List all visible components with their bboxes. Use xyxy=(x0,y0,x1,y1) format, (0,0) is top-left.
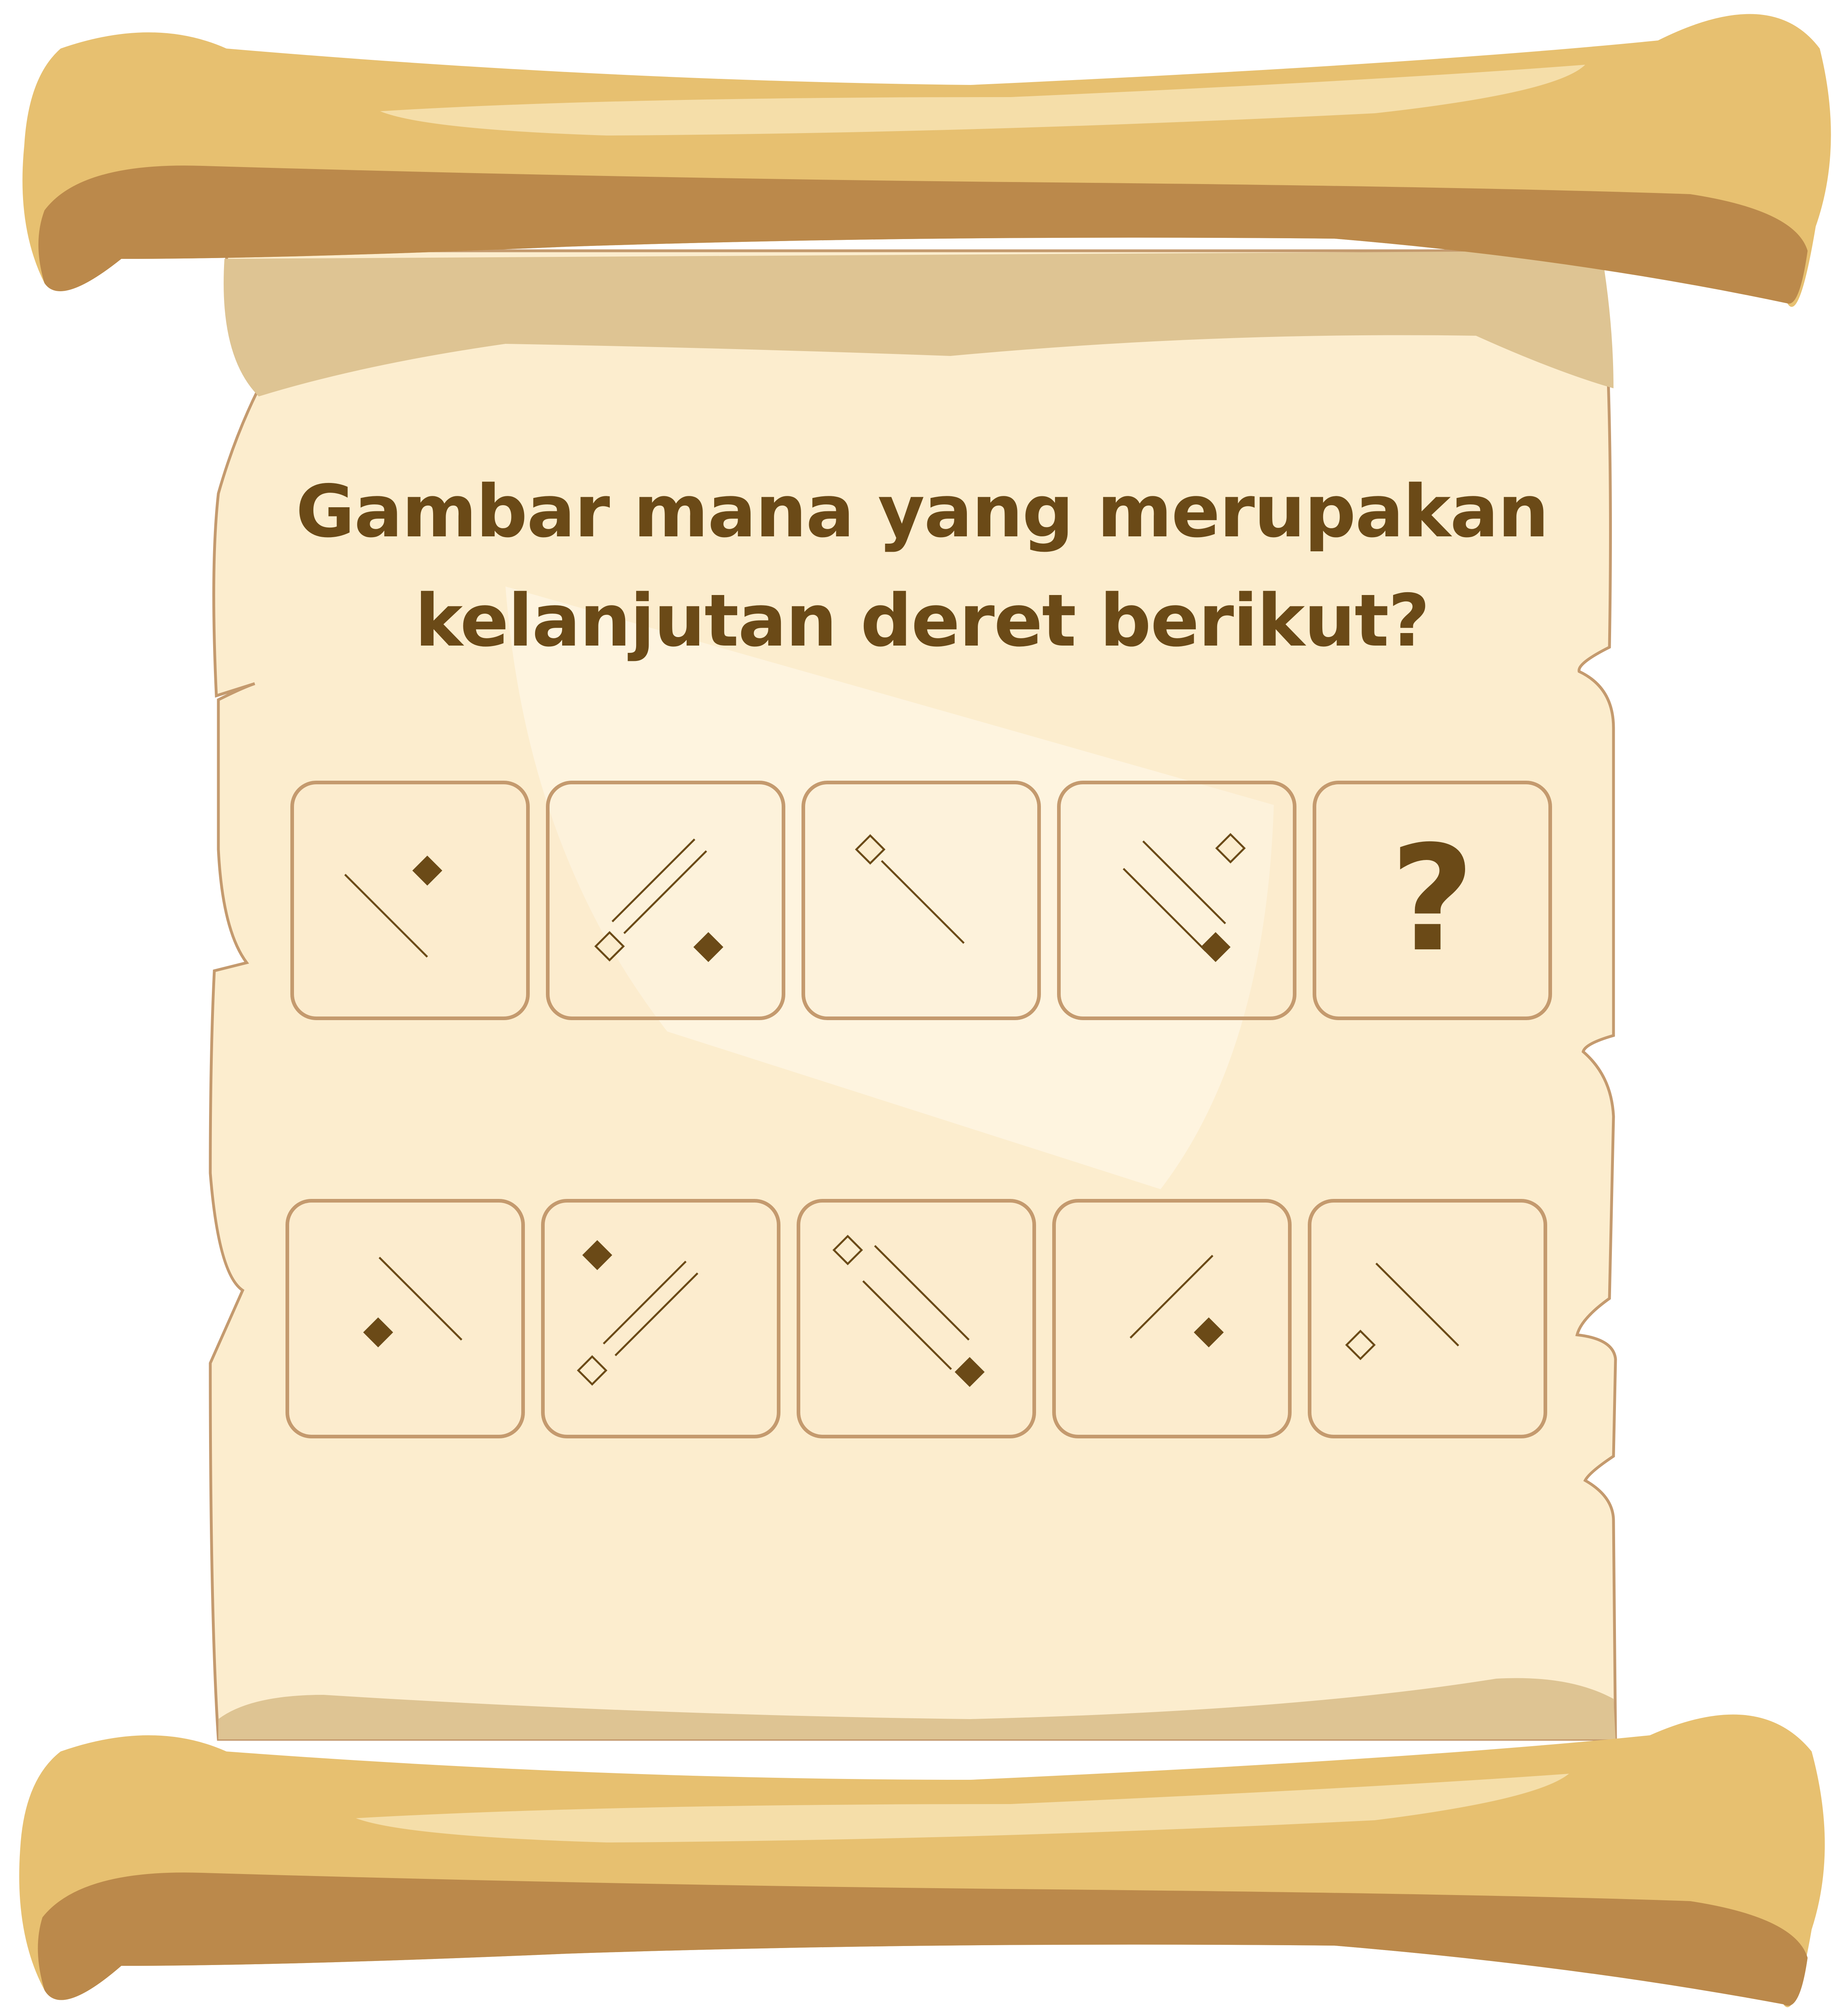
answer-option-5[interactable] xyxy=(1308,1199,1547,1438)
diagonal-line-icon xyxy=(623,850,707,934)
tile-figure xyxy=(855,834,965,944)
hollow-diamond-icon xyxy=(577,1355,608,1386)
hollow-diamond-icon xyxy=(832,1235,863,1266)
diagonal-line-icon xyxy=(881,860,965,944)
sequence-tile-unknown: ? xyxy=(1313,781,1552,1020)
tile-figure xyxy=(344,856,442,958)
diagonal-line-icon xyxy=(1142,840,1226,924)
question-text: Gambar mana yang merupakan kelanjutan de… xyxy=(283,457,1561,676)
tile-figure xyxy=(363,1257,463,1347)
top-roll-shadow xyxy=(38,165,1808,304)
tile-figure xyxy=(832,1235,985,1387)
question-line-2: kelanjutan deret berikut? xyxy=(415,579,1430,663)
tile-figure xyxy=(1345,1262,1459,1360)
diagonal-line-icon xyxy=(874,1245,970,1341)
hollow-diamond-icon xyxy=(1345,1330,1376,1360)
diagonal-line-icon xyxy=(614,1272,698,1356)
answer-option-2[interactable] xyxy=(541,1199,780,1438)
diagonal-line-icon xyxy=(862,1280,952,1370)
diagonal-line-icon xyxy=(603,1260,687,1345)
filled-diamond-icon xyxy=(1200,932,1231,962)
filled-diamond-icon xyxy=(1194,1317,1224,1347)
diagonal-line-icon xyxy=(1123,868,1207,952)
diagonal-line-icon xyxy=(344,874,428,958)
hollow-diamond-icon xyxy=(1215,833,1246,864)
sequence-tile-3 xyxy=(801,781,1041,1020)
tile-figure xyxy=(1129,1255,1224,1347)
sequence-tile-4 xyxy=(1057,781,1296,1020)
filled-diamond-icon xyxy=(954,1357,985,1387)
light-beam xyxy=(505,587,1274,1189)
diagonal-line-icon xyxy=(1129,1255,1214,1339)
answer-option-1[interactable] xyxy=(285,1199,525,1438)
diagonal-line-icon xyxy=(379,1257,463,1341)
tile-figure xyxy=(577,1240,698,1386)
parchment-top-shade xyxy=(224,251,1614,396)
hollow-diamond-icon xyxy=(855,834,886,865)
parchment-bottom-shade xyxy=(218,1678,1616,1739)
tile-figure xyxy=(1123,833,1246,962)
filled-diamond-icon xyxy=(693,932,723,962)
bottom-roll-shadow xyxy=(38,1872,1808,2006)
filled-diamond-icon xyxy=(363,1317,393,1347)
top-roll-highlight xyxy=(380,65,1585,136)
bottom-roll-highlight xyxy=(356,1774,1569,1842)
filled-diamond-icon xyxy=(582,1240,612,1270)
sequence-tile-2 xyxy=(546,781,785,1020)
diagonal-line-icon xyxy=(611,839,696,923)
question-line-1: Gambar mana yang merupakan xyxy=(296,470,1549,553)
sequence-tile-1 xyxy=(290,781,530,1020)
answer-option-4[interactable] xyxy=(1052,1199,1292,1438)
answer-option-3[interactable] xyxy=(797,1199,1036,1438)
hollow-diamond-icon xyxy=(594,931,625,962)
tile-figure xyxy=(594,839,723,962)
diagonal-line-icon xyxy=(1375,1262,1459,1347)
question-mark-icon: ? xyxy=(1390,814,1475,984)
filled-diamond-icon xyxy=(412,856,442,886)
